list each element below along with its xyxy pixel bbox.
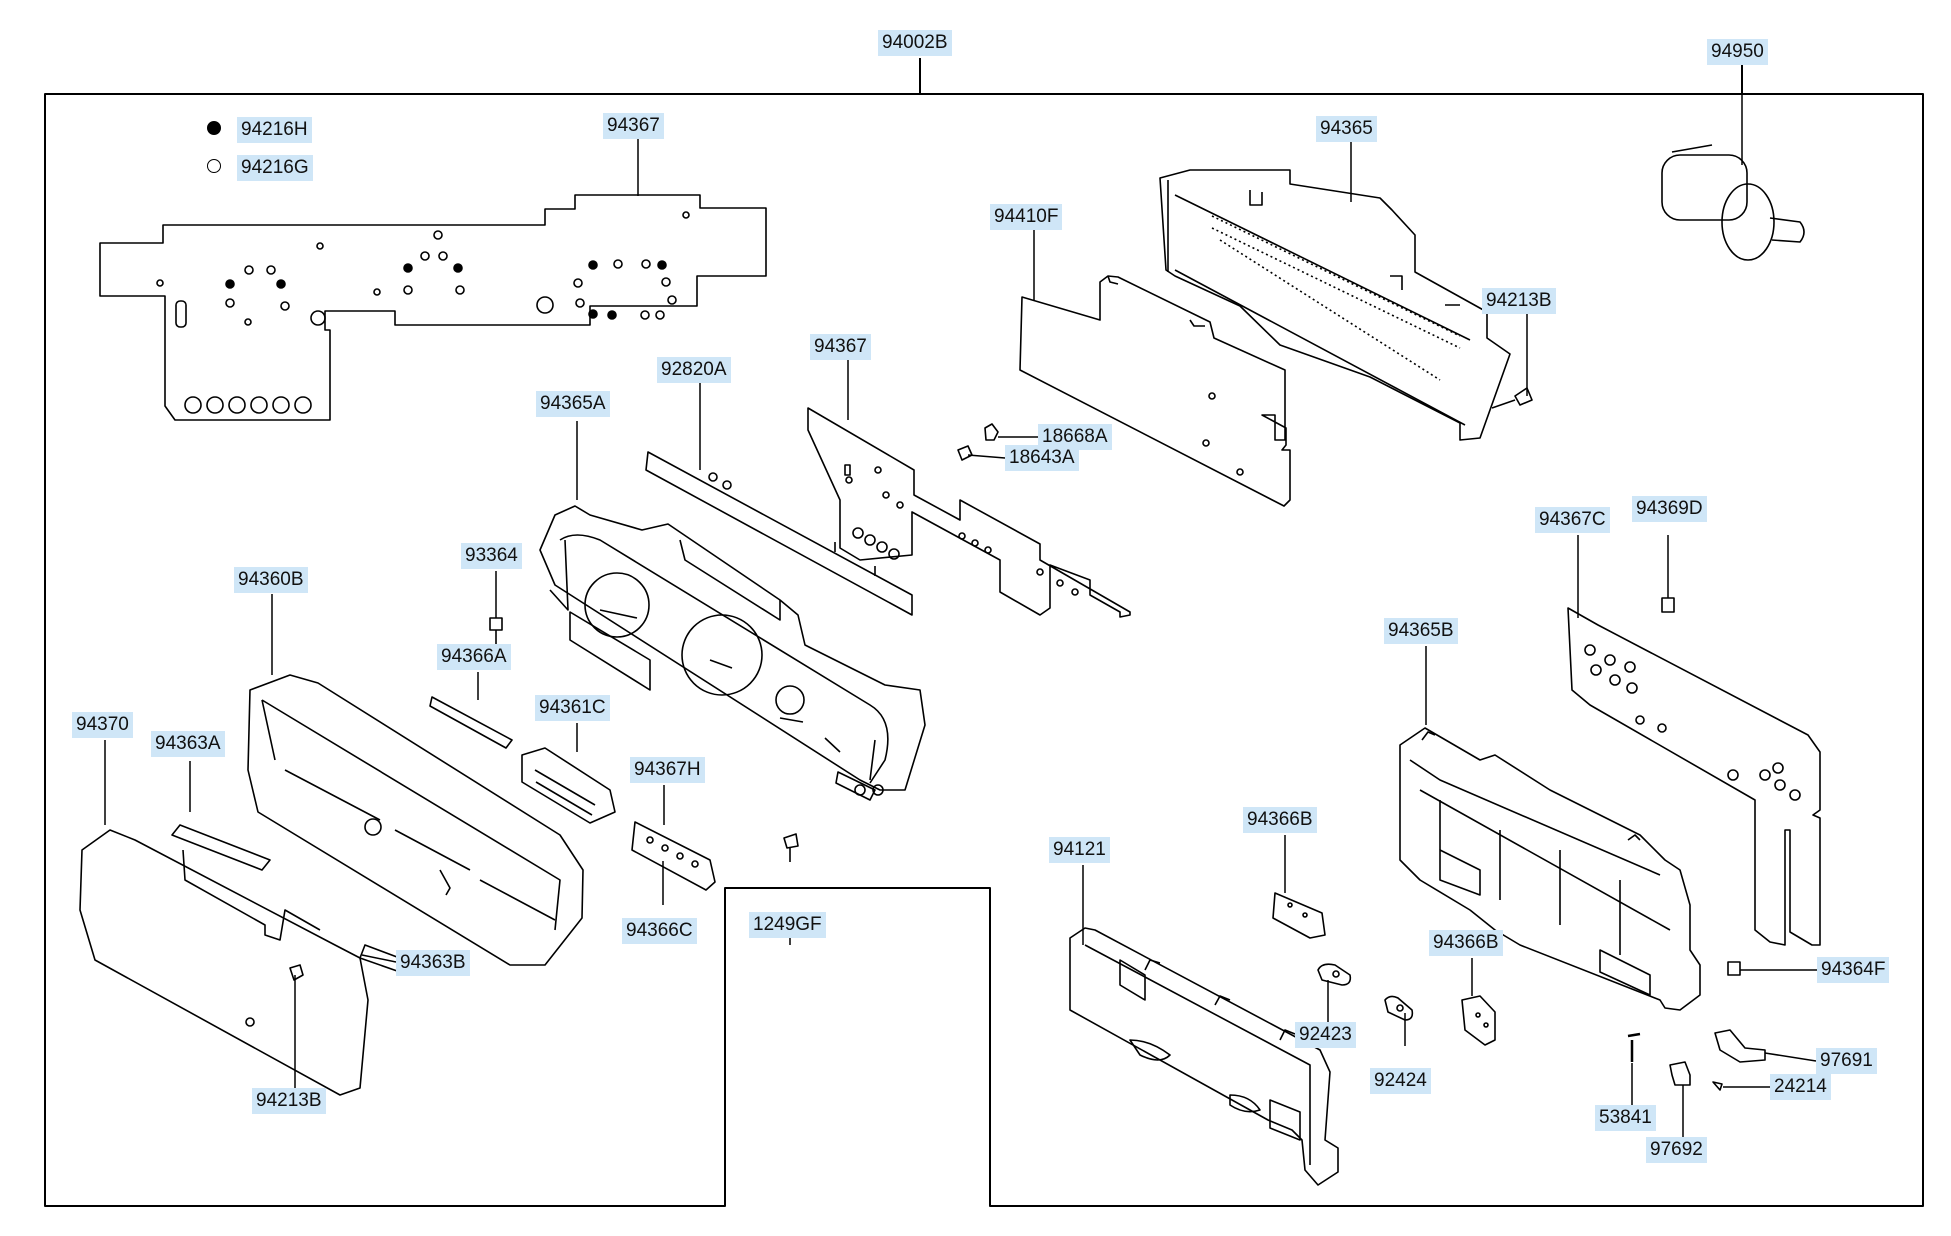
callout-94365[interactable]: 94365 — [1316, 116, 1377, 142]
callout-94366C[interactable]: 94366C — [622, 918, 697, 944]
screw-1249GF — [783, 833, 799, 862]
callout-94370[interactable]: 94370 — [72, 712, 133, 738]
callout-94002B[interactable]: 94002B — [878, 30, 952, 56]
assembly-frame — [44, 58, 1924, 1207]
callout-92424[interactable]: 92424 — [1370, 1068, 1431, 1094]
connector-94361C — [521, 747, 616, 824]
callout-94363A[interactable]: 94363A — [151, 731, 225, 757]
strip-94366A — [429, 696, 513, 749]
callout-94360B[interactable]: 94360B — [234, 567, 308, 593]
cluster-housing-94365A — [539, 505, 926, 801]
callout-24214[interactable]: 24214 — [1770, 1074, 1831, 1100]
callout-92820A[interactable]: 92820A — [657, 357, 731, 383]
circuit-board-94367-mid — [807, 407, 1131, 618]
part-97691 — [1714, 1029, 1766, 1063]
callout-18643A[interactable]: 18643A — [1005, 445, 1079, 471]
connector-bar-94365 — [1159, 169, 1511, 441]
legend-open-circle-icon — [207, 159, 221, 173]
callout-53841[interactable]: 53841 — [1595, 1105, 1656, 1131]
plate-94366B-a — [1272, 892, 1326, 939]
callout-93364[interactable]: 93364 — [461, 543, 522, 569]
legend-label-94216H: 94216H — [237, 117, 312, 143]
callout-94361C[interactable]: 94361C — [535, 695, 610, 721]
callout-94363B[interactable]: 94363B — [396, 950, 470, 976]
screw-94213B-bottom — [289, 964, 304, 981]
label-94363A — [171, 824, 271, 871]
callout-94367-top[interactable]: 94367 — [603, 113, 664, 139]
screw-94364F — [1727, 961, 1741, 976]
clip-24214 — [1712, 1081, 1723, 1091]
screw-94369D — [1661, 597, 1675, 613]
callout-97691[interactable]: 97691 — [1816, 1048, 1877, 1074]
circuit-board-94367 — [99, 194, 767, 421]
callout-97692[interactable]: 97692 — [1646, 1137, 1707, 1163]
plate-94366B-b — [1461, 995, 1496, 1046]
callout-94366B-a[interactable]: 94366B — [1243, 807, 1317, 833]
callout-94121[interactable]: 94121 — [1049, 837, 1110, 863]
part-92424 — [1384, 995, 1414, 1021]
plate-94367C — [1567, 607, 1821, 946]
callout-94367H[interactable]: 94367H — [630, 757, 705, 783]
callout-94369D[interactable]: 94369D — [1632, 496, 1707, 522]
callout-1249GF[interactable]: 1249GF — [749, 912, 826, 938]
callout-94367-mid[interactable]: 94367 — [810, 334, 871, 360]
callout-94366A[interactable]: 94366A — [437, 644, 511, 670]
bulb-holder-94367H-94366C — [631, 821, 716, 891]
callout-94365A[interactable]: 94365A — [536, 391, 610, 417]
legend-filled-circle-icon — [207, 121, 221, 135]
bracket-94121 — [1069, 927, 1339, 1186]
plate-94410F — [1019, 275, 1291, 507]
lens-94370 — [79, 829, 369, 1096]
callout-94410F[interactable]: 94410F — [990, 204, 1063, 230]
callout-94364F[interactable]: 94364F — [1817, 957, 1890, 983]
motor-94950 — [1661, 144, 1805, 261]
callout-92423[interactable]: 92423 — [1295, 1022, 1356, 1048]
clip-97692 — [1669, 1061, 1691, 1086]
screw-94213B-top — [1491, 387, 1533, 409]
callout-94950[interactable]: 94950 — [1707, 39, 1768, 65]
housing-94365B — [1399, 727, 1701, 1011]
callout-94367C[interactable]: 94367C — [1535, 507, 1610, 533]
callout-94365B[interactable]: 94365B — [1384, 618, 1458, 644]
pin-53841 — [1627, 1032, 1641, 1062]
leader-lines — [104, 64, 1817, 1145]
bezel-94360B — [247, 674, 584, 966]
strip-92820A — [645, 451, 913, 616]
part-92423 — [1317, 963, 1352, 986]
screw-93364 — [489, 617, 503, 645]
callout-94366B-b[interactable]: 94366B — [1429, 930, 1503, 956]
legend-label-94216G: 94216G — [237, 155, 313, 181]
bulbs-18668A-18643A — [957, 423, 999, 461]
callout-94213B-top[interactable]: 94213B — [1482, 288, 1556, 314]
callout-94213B-bottom[interactable]: 94213B — [252, 1088, 326, 1114]
